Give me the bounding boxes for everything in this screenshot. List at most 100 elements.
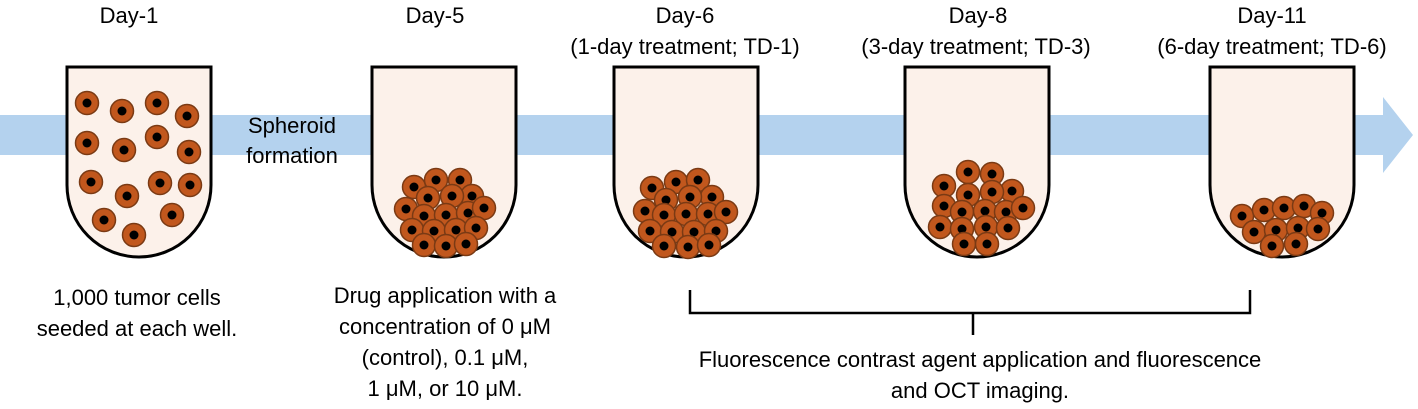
cell-nucleus bbox=[685, 192, 695, 202]
cell bbox=[979, 179, 1005, 205]
cell-nucleus bbox=[640, 206, 650, 216]
cell-nucleus bbox=[647, 183, 657, 193]
cell-nucleus bbox=[721, 207, 731, 217]
stage-2-caption-line-2: concentration of 0 μM bbox=[338, 314, 551, 339]
cell-nucleus bbox=[471, 223, 481, 233]
cell-nucleus bbox=[86, 177, 96, 187]
cell bbox=[713, 199, 739, 225]
cell bbox=[1259, 233, 1285, 259]
stage-2-caption-line-1: Drug application with a bbox=[333, 283, 557, 308]
cell-nucleus bbox=[407, 225, 417, 235]
stage-2-day-label: Day-5 bbox=[405, 3, 465, 28]
cell bbox=[91, 207, 117, 233]
cell bbox=[673, 201, 699, 227]
cell-nucleus bbox=[659, 241, 669, 251]
cell bbox=[1305, 216, 1331, 242]
cell-nucleus bbox=[1279, 203, 1289, 213]
cell bbox=[78, 169, 104, 195]
cell-nucleus bbox=[419, 240, 429, 250]
cell bbox=[927, 214, 953, 240]
cell bbox=[439, 183, 465, 209]
stage-1-caption-line-1: 1,000 tumor cells bbox=[53, 285, 221, 310]
stage-2-caption-line-3: (control), 0.1 μM, bbox=[361, 345, 529, 370]
cell-nucleus bbox=[957, 224, 967, 234]
cell-nucleus bbox=[155, 178, 165, 188]
cell-nucleus bbox=[441, 210, 451, 220]
cell-nucleus bbox=[1267, 241, 1277, 251]
cell-nucleus bbox=[703, 209, 713, 219]
cell bbox=[974, 231, 1000, 257]
cell-nucleus bbox=[182, 111, 192, 121]
stage-1-day-label: Day-1 bbox=[99, 3, 159, 28]
cell bbox=[632, 198, 658, 224]
cell bbox=[74, 90, 100, 116]
cell-nucleus bbox=[1259, 205, 1269, 215]
cell-nucleus bbox=[467, 191, 477, 201]
cell bbox=[1283, 231, 1309, 257]
cell-nucleus bbox=[441, 241, 451, 251]
cell bbox=[174, 103, 200, 129]
cell-nucleus bbox=[117, 106, 127, 116]
cell-nucleus bbox=[659, 210, 669, 220]
cell-nucleus bbox=[711, 226, 721, 236]
well-1 bbox=[65, 65, 213, 259]
cell bbox=[675, 234, 701, 260]
cell-nucleus bbox=[1001, 207, 1011, 217]
cell-nucleus bbox=[645, 226, 655, 236]
cell bbox=[177, 172, 203, 198]
cell-nucleus bbox=[82, 138, 92, 148]
cell-nucleus bbox=[939, 181, 949, 191]
well-2 bbox=[370, 65, 518, 259]
cell bbox=[995, 215, 1021, 241]
cell bbox=[121, 222, 147, 248]
cell bbox=[1010, 195, 1036, 221]
cell-nucleus bbox=[401, 204, 411, 214]
cell-nucleus bbox=[167, 210, 177, 220]
cell-nucleus bbox=[1018, 203, 1028, 213]
cell-nucleus bbox=[122, 191, 132, 201]
cell-nucleus bbox=[1237, 211, 1247, 221]
cell-nucleus bbox=[455, 175, 465, 185]
stage-3-treatment-label: (1-day treatment; TD-1) bbox=[570, 34, 800, 59]
cell bbox=[109, 98, 135, 124]
stage-5-treatment-label: (6-day treatment; TD-6) bbox=[1157, 34, 1387, 59]
cell-nucleus bbox=[129, 230, 139, 240]
cell-nucleus bbox=[152, 98, 162, 108]
cell bbox=[1251, 197, 1277, 223]
cell-nucleus bbox=[451, 225, 461, 235]
well-3 bbox=[612, 65, 760, 260]
cell bbox=[955, 159, 981, 185]
cell-nucleus bbox=[1271, 225, 1281, 235]
cell bbox=[159, 202, 185, 228]
well-5 bbox=[1208, 65, 1356, 259]
cell-nucleus bbox=[683, 242, 693, 252]
cell-nucleus bbox=[1291, 239, 1301, 249]
cell bbox=[453, 231, 479, 257]
cell bbox=[74, 130, 100, 156]
cell bbox=[393, 196, 419, 222]
cell-nucleus bbox=[423, 193, 433, 203]
spheroid-label-line-1: Spheroid bbox=[247, 113, 337, 138]
cell-nucleus bbox=[461, 239, 471, 249]
stage-5-day-label: Day-11 bbox=[1237, 3, 1307, 28]
cell-nucleus bbox=[987, 187, 997, 197]
cell-nucleus bbox=[184, 147, 194, 157]
cell-nucleus bbox=[479, 203, 489, 213]
imaging-caption: Fluorescence contrast agent application … bbox=[640, 344, 1320, 406]
cell-nucleus bbox=[119, 145, 129, 155]
stage-2-caption: Drug application with a concentration of… bbox=[300, 280, 590, 404]
cell-nucleus bbox=[689, 227, 699, 237]
cell-nucleus bbox=[963, 190, 973, 200]
cell-nucleus bbox=[671, 177, 681, 187]
stage-1-caption: 1,000 tumor cells seeded at each well. bbox=[12, 282, 262, 344]
cell-nucleus bbox=[463, 208, 473, 218]
cell-nucleus bbox=[1249, 227, 1259, 237]
cell-nucleus bbox=[982, 239, 992, 249]
cell-nucleus bbox=[429, 226, 439, 236]
cell-nucleus bbox=[661, 195, 671, 205]
cell-nucleus bbox=[939, 201, 949, 211]
cell-nucleus bbox=[1299, 201, 1309, 211]
stage-4-day-label: Day-8 bbox=[948, 3, 1008, 28]
cell bbox=[144, 90, 170, 116]
